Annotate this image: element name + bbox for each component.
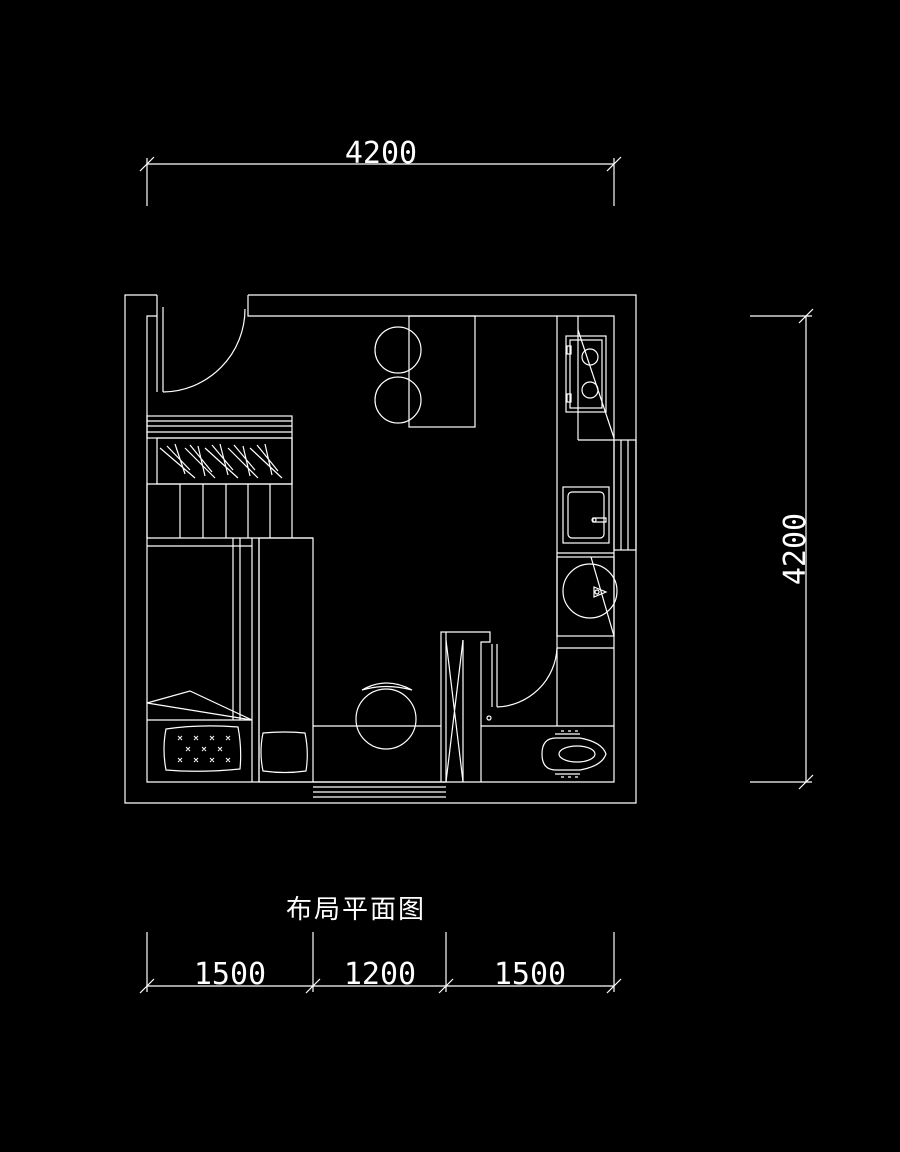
right-dimension: 4200 — [750, 308, 814, 790]
bottom-dimension-label: 1200 — [344, 957, 416, 992]
kitchen-sink-icon — [562, 486, 610, 544]
entry-door — [162, 307, 246, 393]
bed — [146, 537, 314, 783]
chair-back — [361, 682, 413, 691]
bathroom — [440, 631, 614, 783]
dining-table — [374, 315, 476, 428]
chair-icon — [355, 688, 417, 750]
washbasin-icon — [556, 556, 618, 637]
top-dimension: 4200 — [139, 136, 622, 206]
bathroom-sliding-door — [445, 639, 464, 783]
kitchen-counter — [556, 316, 637, 637]
squat-toilet-icon — [541, 730, 607, 778]
bottom-dimension-label: 1500 — [194, 957, 266, 992]
bottom-dimension-label: 1500 — [494, 957, 566, 992]
pillow-icon — [163, 725, 242, 772]
hanger-icons — [159, 443, 283, 479]
right-dimension-label: 4200 — [778, 513, 813, 585]
top-dimension-label: 4200 — [345, 136, 417, 171]
window — [613, 439, 637, 551]
floor-drain-icon — [486, 715, 492, 721]
stool-icon — [374, 376, 422, 424]
stool-icon — [374, 326, 422, 374]
balcony-door — [313, 781, 446, 798]
drawing-title: 布局平面图 — [286, 895, 426, 925]
desk — [313, 682, 446, 783]
second-pillow-icon — [260, 731, 308, 774]
bottom-dimension: 1500 1200 1500 — [139, 932, 622, 994]
wardrobe — [146, 415, 293, 538]
stove-icon — [565, 335, 607, 413]
exterior-wall — [124, 294, 637, 804]
bathroom-door — [491, 644, 558, 708]
